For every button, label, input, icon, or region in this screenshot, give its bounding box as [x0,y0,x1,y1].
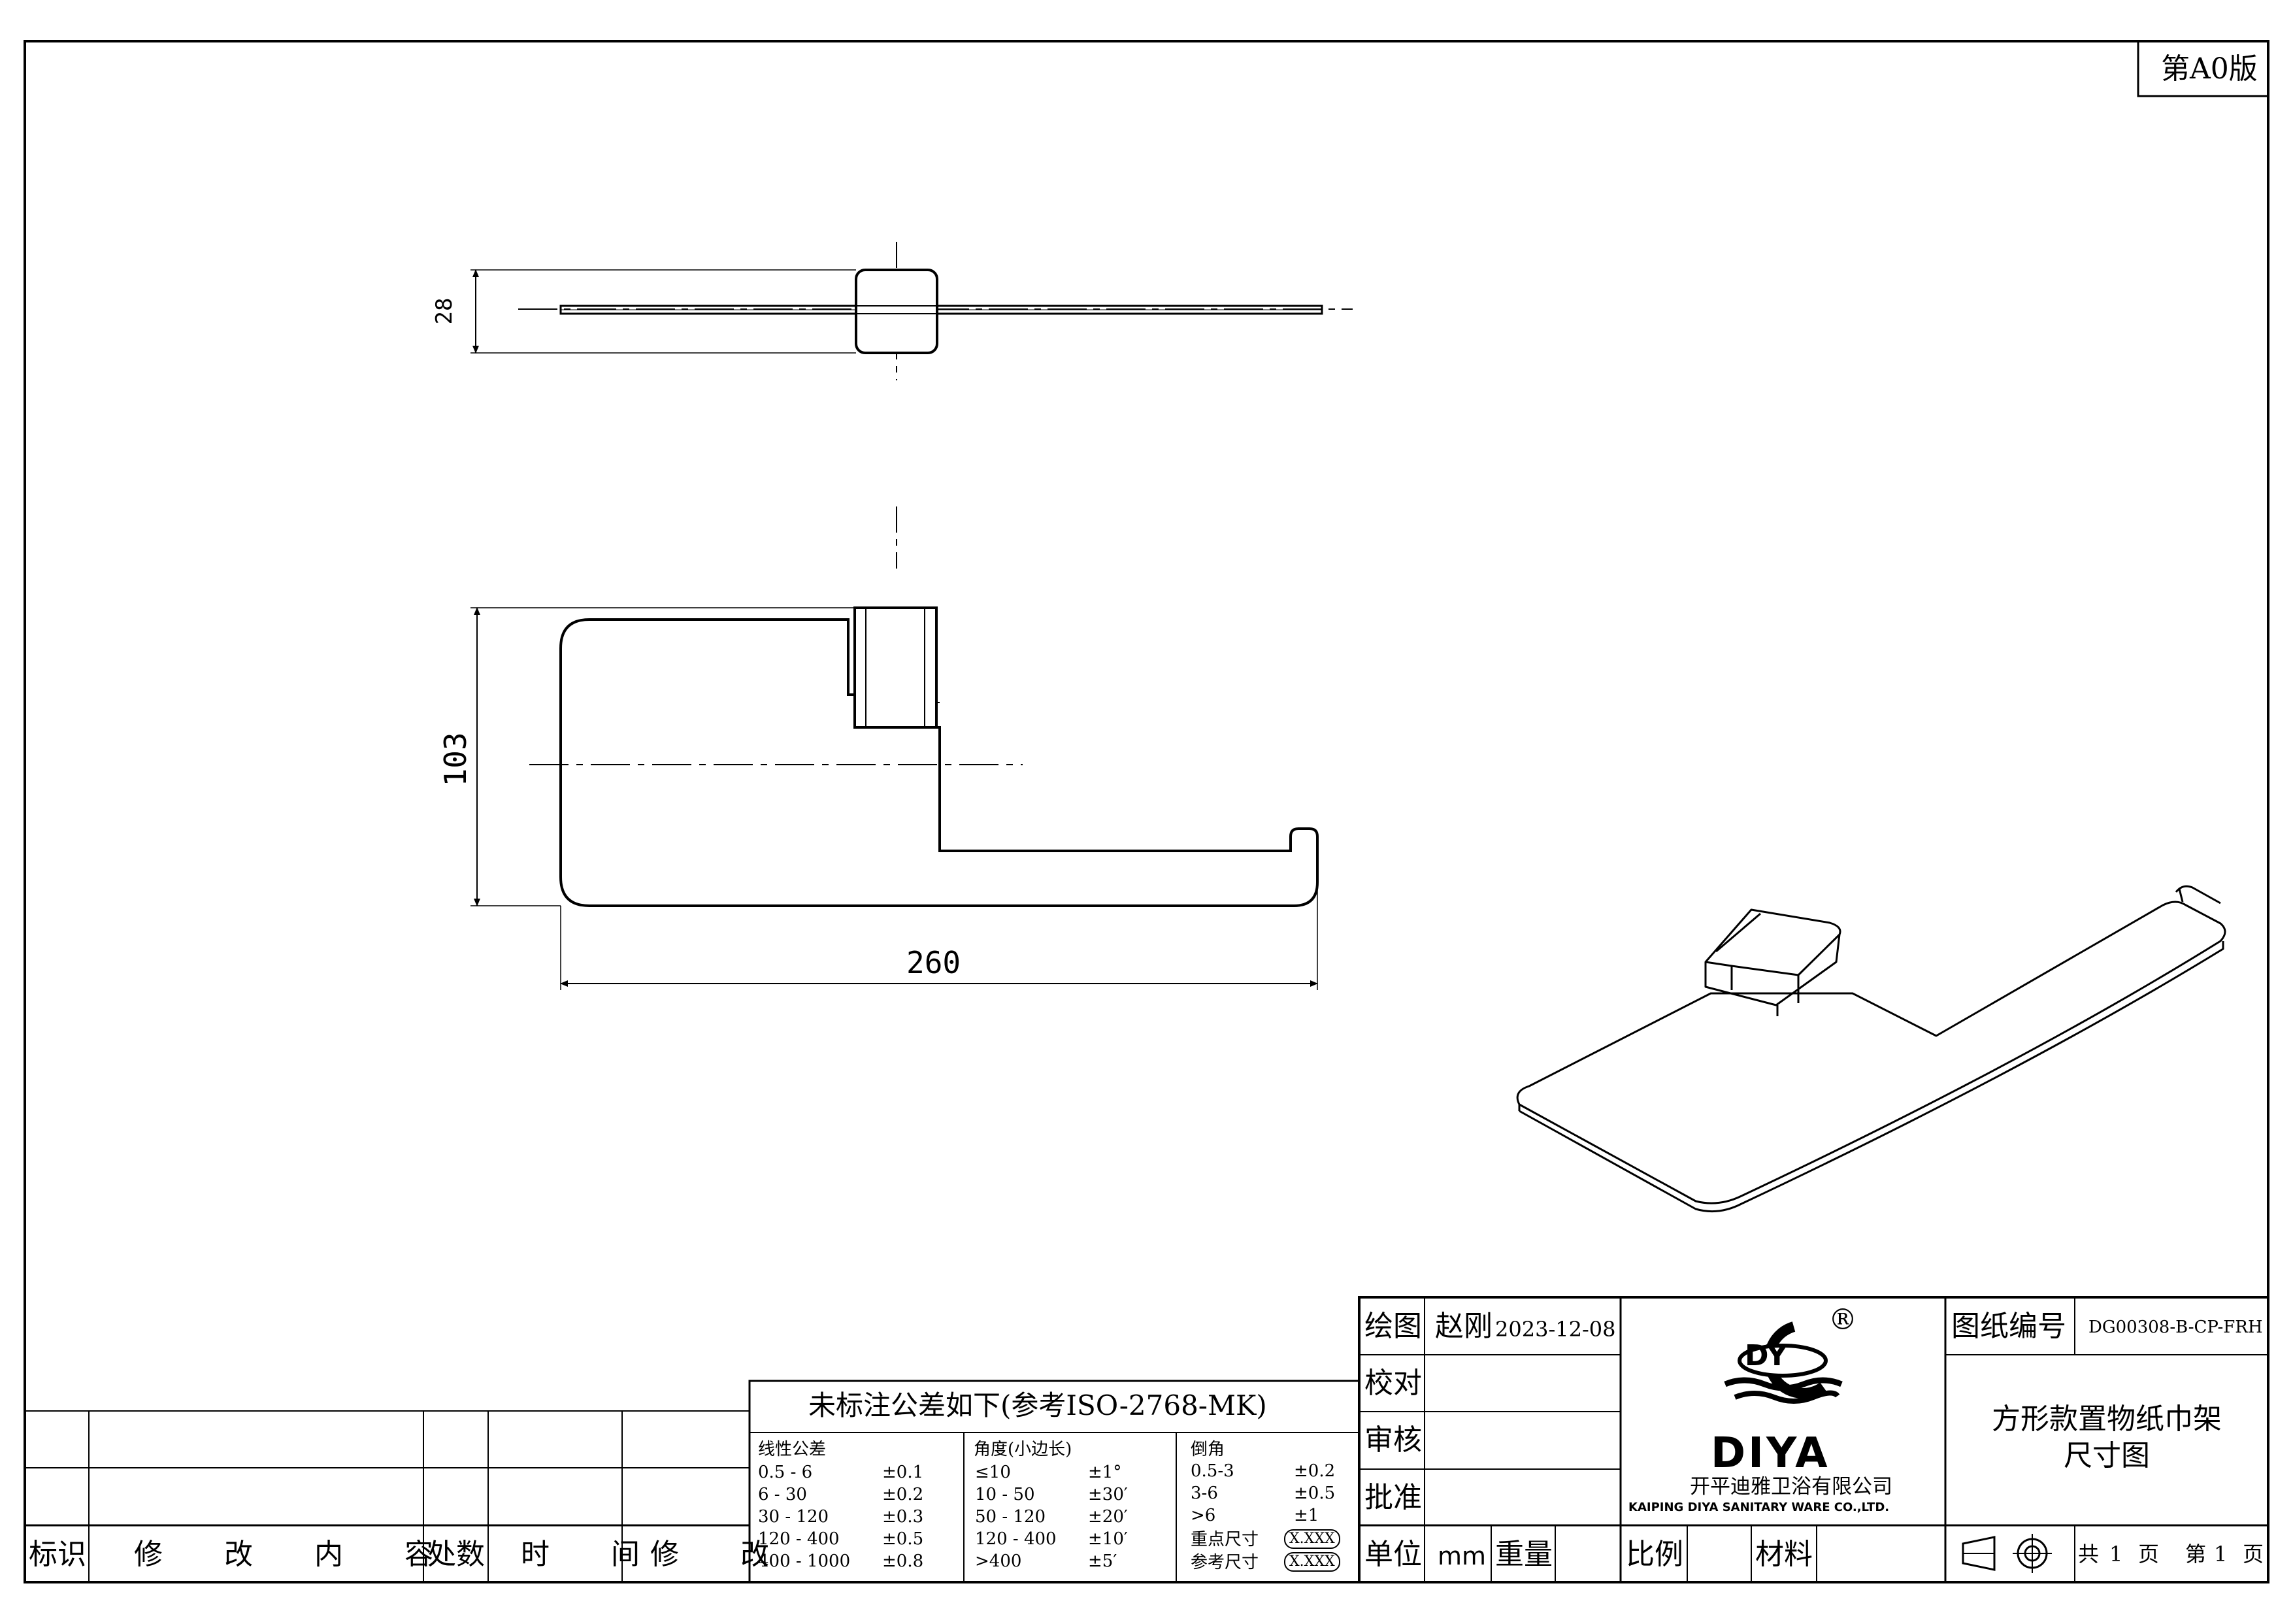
linear-heading: 线性公差 [758,1440,827,1459]
linear-row-tolerance: ±0.2 [882,1485,924,1504]
drawing-title-line2: 尺寸图 [2064,1439,2150,1472]
linear-row-tolerance: ±0.8 [882,1551,924,1571]
angle-row-tolerance: ±20′ [1088,1507,1128,1527]
linear-row-range: 120 - 400 [758,1529,840,1549]
angle-row-range: 50 - 120 [975,1507,1046,1527]
chamfer-row-range: 3-6 [1191,1483,1218,1503]
draw-name: 赵刚 [1435,1310,1493,1343]
linear-row-range: 0.5 - 6 [758,1463,813,1482]
angle-row-range: 120 - 400 [975,1529,1057,1549]
rev-modify-header: 修 改 [650,1538,795,1571]
weight-label: 重量 [1495,1538,1553,1571]
chamfer-row-tolerance: ±0.5 [1294,1483,1336,1503]
angle-row-tolerance: ±10′ [1088,1529,1128,1549]
brand-name: DIYA [1711,1429,1830,1478]
unit-value: mm [1438,1542,1487,1570]
edition-label: 第A0版 [2161,52,2258,86]
company-logo [1724,1321,1843,1404]
registered-mark: ® [1828,1303,1857,1336]
ref-dim-label: 参考尺寸 [1191,1553,1259,1572]
edition-box [2137,40,2269,97]
angle-row-tolerance: ±30′ [1088,1485,1128,1504]
chamfer-row-range: >6 [1191,1506,1216,1525]
top-view [470,242,1353,380]
drawing-number: DG00308-B-CP-FRH [2088,1317,2263,1337]
chamfer-row-range: 0.5-3 [1191,1461,1234,1481]
total-pages: 1 [2109,1542,2123,1566]
company-name-cn: 开平迪雅卫浴有限公司 [1690,1475,1892,1499]
dim-height-front: 103 [438,732,473,787]
projection-symbol [1962,1534,2052,1573]
front-view [470,506,1319,990]
current-page-word: 页 [2243,1542,2264,1566]
angle-row-tolerance: ±1° [1088,1463,1122,1482]
approve-label: 批准 [1364,1481,1422,1514]
rev-mark-header: 标识 [29,1538,86,1571]
linear-row-range: 30 - 120 [758,1507,829,1527]
isometric-view [1516,885,2226,1213]
angle-row-range: ≤10 [975,1463,1011,1482]
chamfer-heading: 倒角 [1191,1440,1225,1459]
rev-time-header: 时 间 [521,1538,666,1571]
review-label: 审核 [1364,1423,1422,1457]
rev-count-header: 处数 [427,1538,485,1571]
dim-width: 260 [906,945,961,980]
linear-row-tolerance: ±0.1 [882,1463,924,1482]
draw-label: 绘图 [1364,1310,1422,1343]
drawing-number-label: 图纸编号 [1951,1310,2066,1343]
angle-row-range: 10 - 50 [975,1485,1035,1504]
linear-row-tolerance: ±0.3 [882,1507,924,1527]
chamfer-row-tolerance: ±0.2 [1294,1461,1336,1481]
angle-heading: 角度(小边长) [974,1440,1072,1459]
check-label: 校对 [1364,1367,1422,1400]
angle-row-tolerance: ±5′ [1088,1551,1117,1571]
scale-label: 比例 [1626,1538,1683,1571]
logo-text: DY [1745,1339,1788,1372]
draw-date: 2023-12-08 [1495,1317,1616,1342]
key-dim-mark: X.XXX [1284,1529,1340,1549]
total-pages-word: 页 [2138,1542,2160,1566]
dim-height-top: 28 [431,297,457,325]
current-page: 1 [2214,1542,2228,1566]
linear-row-range: 400 - 1000 [758,1551,851,1571]
drawing-title-line1: 方形款置物纸巾架 [1992,1402,2222,1436]
chamfer-row-tolerance: ±1 [1294,1506,1319,1525]
title-block-grid [25,1296,2269,1583]
tolerance-title: 未标注公差如下(参考ISO-2768-MK) [808,1389,1267,1421]
total-pages-prefix: 共 [2078,1542,2100,1566]
unit-label: 单位 [1364,1538,1422,1571]
current-page-prefix: 第 [2185,1542,2207,1566]
angle-row-range: >400 [975,1551,1022,1571]
company-name-en: KAIPING DIYA SANITARY WARE CO.,LTD. [1628,1500,1890,1514]
material-label: 材料 [1755,1538,1813,1571]
ref-dim-mark: X.XXX [1284,1552,1340,1572]
outer-frame [24,40,2269,1583]
key-dim-label: 重点尺寸 [1191,1530,1259,1549]
linear-row-tolerance: ±0.5 [882,1529,924,1549]
linear-row-range: 6 - 30 [758,1485,807,1504]
rev-content-header: 修 改 内 容 [134,1538,459,1571]
